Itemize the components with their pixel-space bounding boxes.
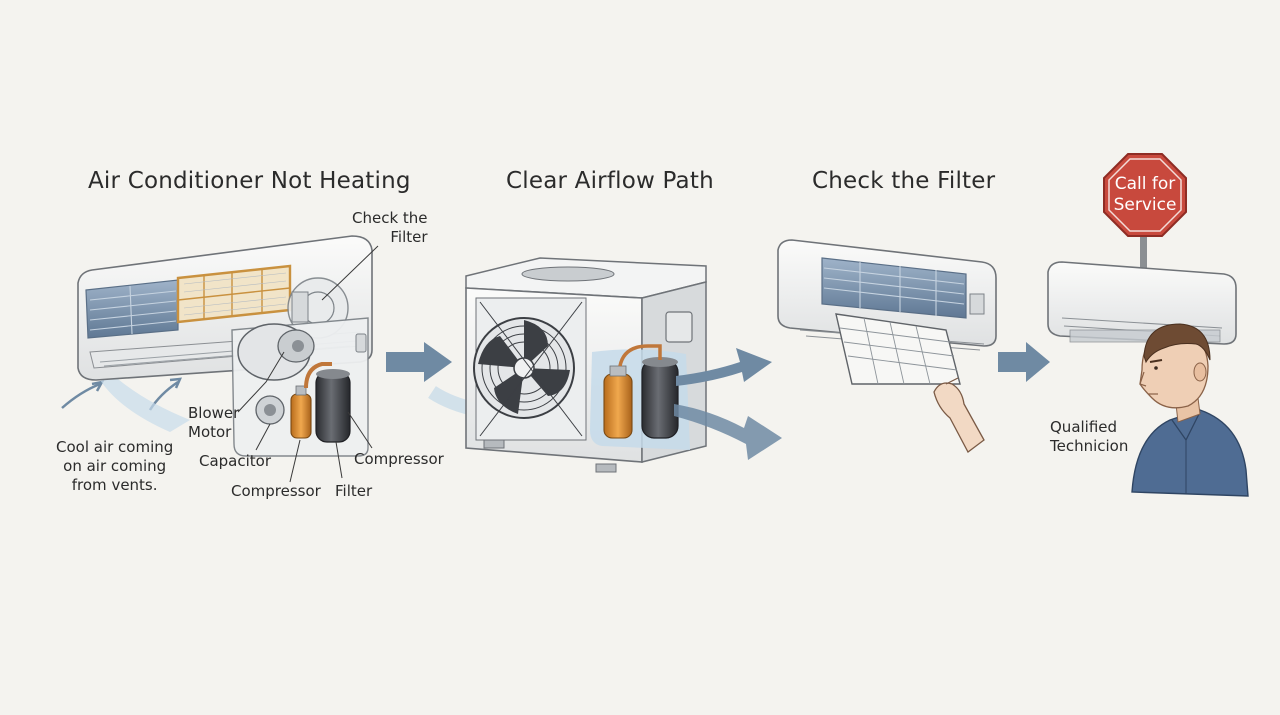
callout-check-filter-line-1: Check the <box>352 209 428 227</box>
filter-removal-unit <box>777 239 997 453</box>
technician-line-2: Technicion <box>1050 437 1129 455</box>
callout-blower-line-1: Blower <box>188 404 240 422</box>
callout-blower-line-2: Motor <box>188 423 232 441</box>
step-1-heading: Air Conditioner Not Heating <box>88 168 411 194</box>
stop-sign-text: Call for Service <box>1104 174 1186 216</box>
callout-check-filter-line-2: Filter <box>390 228 428 246</box>
arrow-right-icon <box>998 342 1050 382</box>
stop-sign-line-2: Service <box>1113 195 1177 215</box>
technician-label: Qualified Technicion <box>1050 418 1128 456</box>
step-3-heading: Check the Filter <box>812 168 996 194</box>
callout-compressor-left: Compressor <box>231 482 321 500</box>
technician-line-1: Qualified <box>1050 418 1118 436</box>
callout-blower-motor: Blower Motor <box>188 404 239 442</box>
stop-sign-icon <box>1103 153 1187 237</box>
person-icon <box>1131 323 1249 497</box>
callout-check-filter: Check the Filter <box>352 209 428 247</box>
step-2-heading: Clear Airflow Path <box>506 168 714 194</box>
cool-air-line-3: from vents. <box>71 476 158 494</box>
callout-compressor-right: Compressor <box>354 450 444 468</box>
arrow-right-icon <box>386 342 452 382</box>
callout-leaders <box>237 245 379 483</box>
stop-sign-line-1: Call for <box>1114 174 1176 194</box>
indoor-unit-cutaway <box>61 235 373 457</box>
callout-capacitor: Capacitor <box>199 452 272 470</box>
outdoor-condenser <box>428 257 707 473</box>
cool-air-line-2: on air coming <box>63 457 167 475</box>
callout-cool-air: Cool air coming on air coming from vents… <box>56 438 173 495</box>
callout-filter: Filter <box>335 482 373 500</box>
fan-icon <box>473 297 587 441</box>
airflow-arrows <box>674 348 782 460</box>
cool-air-line-1: Cool air coming <box>56 438 174 456</box>
compressor-icon <box>603 344 679 439</box>
service-unit <box>1047 236 1237 345</box>
